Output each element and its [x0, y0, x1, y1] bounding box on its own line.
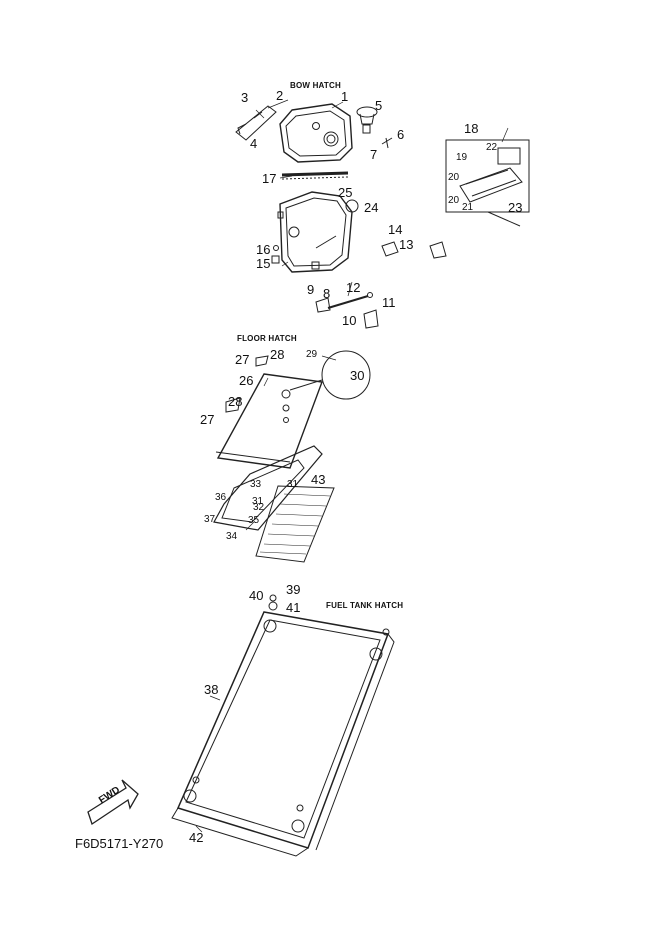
part-number: 43	[311, 472, 326, 487]
part-number: 19	[456, 152, 468, 163]
part-number: 21	[462, 202, 474, 213]
part-number: 6	[397, 127, 405, 142]
knob	[356, 106, 378, 118]
floor-hatch-lid	[216, 373, 323, 469]
part-number: 2	[276, 88, 284, 103]
part-number: 30	[350, 368, 365, 383]
part-number: 3	[241, 90, 249, 105]
fuel-tank-hatch-title: FUEL TANK HATCH	[326, 601, 404, 610]
part-number: 9	[307, 282, 315, 297]
tray-callout-box	[445, 139, 530, 213]
floor-hatch-title: FLOOR HATCH	[237, 334, 297, 343]
part-number: 27	[200, 412, 215, 427]
part-number: 1	[341, 89, 349, 104]
bow-hatch-title: BOW HATCH	[290, 81, 341, 90]
part-number: 20	[448, 195, 460, 206]
part-number: 34	[226, 531, 238, 542]
detail-callout-circle	[321, 350, 371, 400]
diagram-code: F6D5171-Y270	[75, 836, 164, 851]
mesh-pad	[255, 485, 335, 563]
part-number: 41	[286, 600, 301, 615]
fwd-arrow-icon	[87, 779, 139, 826]
part-number: 36	[215, 492, 227, 503]
part-number: 31	[287, 479, 299, 490]
part-number: 5	[375, 98, 383, 113]
gas-damper	[327, 295, 369, 309]
part-number: 25	[338, 185, 353, 200]
part-number: 26	[239, 373, 254, 388]
part-number: 32	[253, 502, 265, 513]
floor-hatch-frame	[213, 445, 323, 531]
part-number: 40	[249, 588, 264, 603]
part-number: 4	[250, 136, 258, 151]
part-number: 33	[250, 479, 262, 490]
part-number: 13	[399, 237, 414, 252]
part-number: 28	[270, 347, 285, 362]
part-number: 35	[248, 515, 260, 526]
part-number: 15	[256, 256, 271, 271]
hinge-bracket	[235, 105, 277, 141]
part-number: 42	[189, 830, 204, 845]
part-number: 18	[464, 121, 479, 136]
part-number: 24	[364, 200, 379, 215]
part-number: 23	[508, 200, 523, 215]
part-number: 31	[252, 496, 264, 507]
part-number: 14	[388, 222, 403, 237]
part-number: 37	[204, 514, 216, 525]
bow-hatch-lid	[279, 103, 353, 163]
part-number: 38	[204, 682, 219, 697]
part-number: 12	[346, 280, 361, 295]
part-number: 20	[448, 172, 460, 183]
part-number: 27	[235, 352, 250, 367]
part-number: 22	[486, 142, 498, 153]
part-number: 17	[262, 171, 277, 186]
tray-frame	[459, 167, 523, 203]
part-number: 29	[306, 349, 318, 360]
part-number: 10	[342, 313, 357, 328]
part-number: 39	[286, 582, 301, 597]
part-number: 11	[382, 295, 396, 310]
part-number: 28	[228, 394, 243, 409]
part-number: 7	[370, 147, 378, 162]
part-number: 8	[323, 286, 331, 301]
part-number: 16	[256, 242, 271, 257]
fuel-tank-hatch-lid	[176, 611, 390, 849]
gasket-strip	[281, 171, 349, 177]
